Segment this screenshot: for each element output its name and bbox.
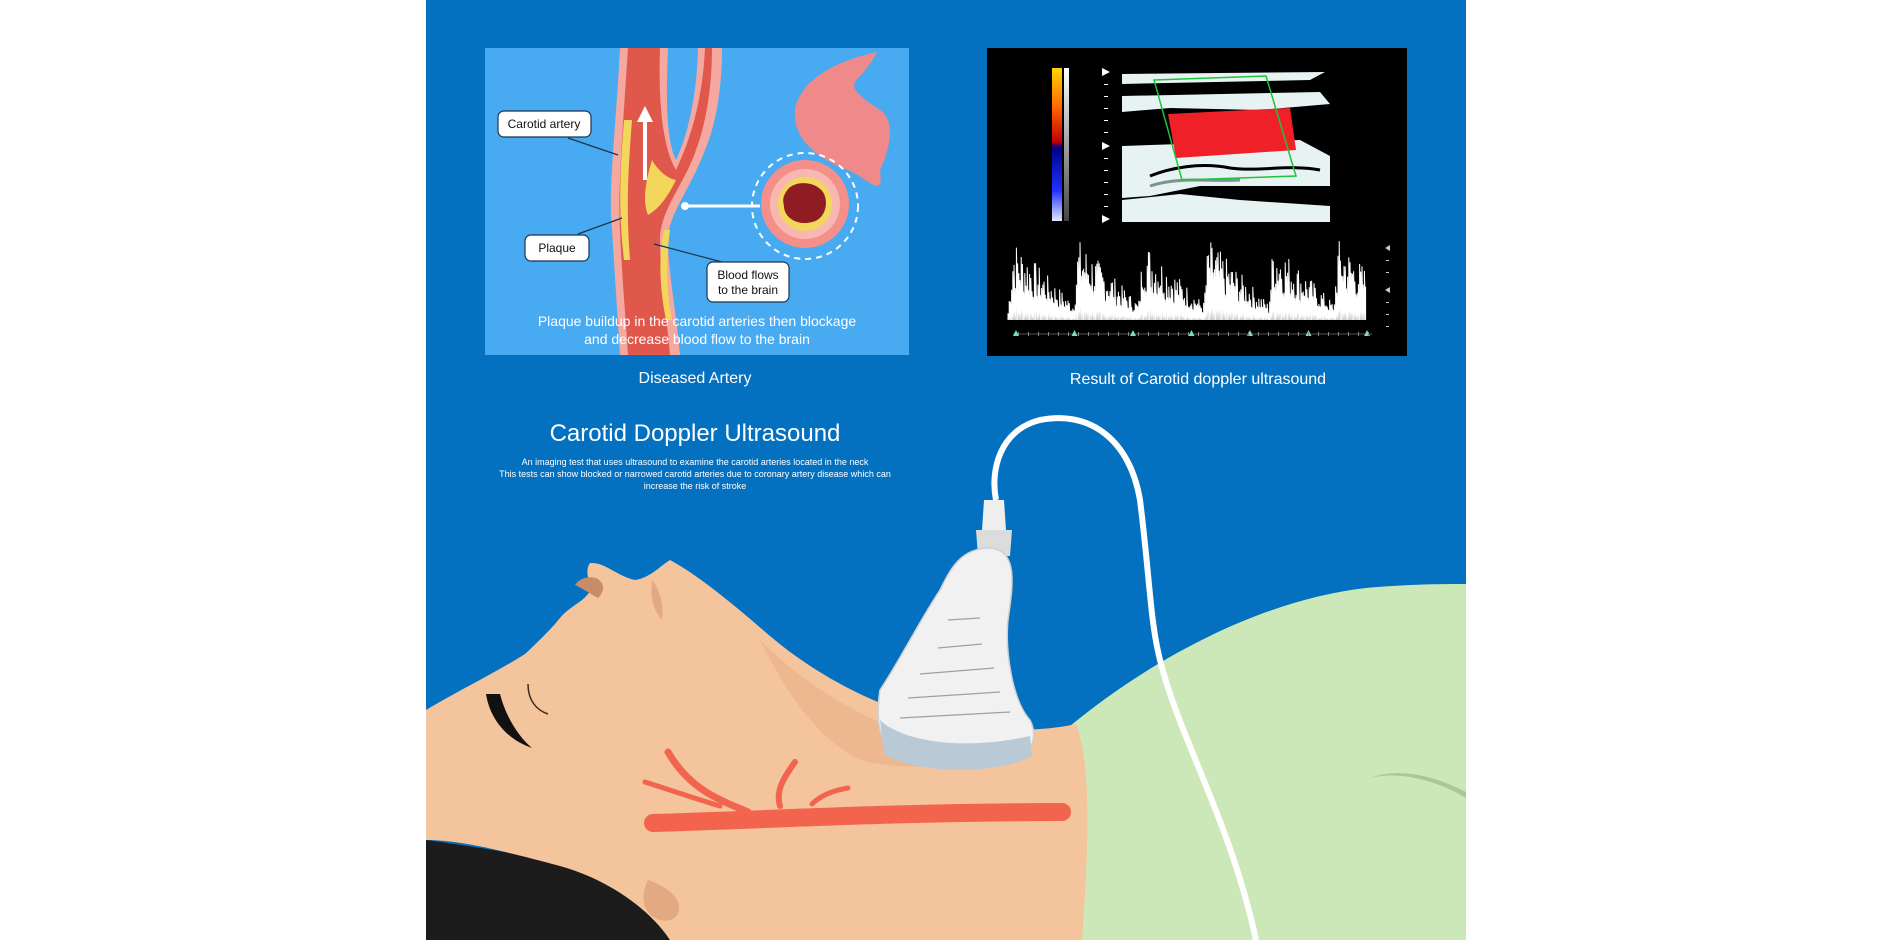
artery-cross-section-icon bbox=[681, 152, 859, 260]
time-tick bbox=[1078, 332, 1079, 336]
callout-plaque-label: Plaque bbox=[538, 241, 576, 255]
grey-scale-bar bbox=[1064, 68, 1069, 221]
time-tick bbox=[1288, 332, 1289, 336]
callout-carotid-label: Carotid artery bbox=[508, 117, 581, 131]
time-axis bbox=[1013, 330, 1372, 336]
time-tick bbox=[1338, 332, 1339, 336]
patient-illustration bbox=[426, 560, 1466, 940]
time-tick bbox=[1138, 332, 1139, 336]
time-tick bbox=[1108, 332, 1109, 336]
time-tick bbox=[1068, 332, 1069, 336]
time-tick bbox=[1218, 332, 1219, 336]
doppler-panel bbox=[987, 48, 1407, 356]
time-tick bbox=[1358, 332, 1359, 336]
pink-vessel-curl bbox=[794, 52, 890, 186]
time-tick bbox=[1128, 332, 1129, 336]
time-tick bbox=[1308, 332, 1309, 336]
time-tick bbox=[1148, 332, 1149, 336]
plaque-right bbox=[660, 230, 672, 320]
spectral-waveform bbox=[1007, 241, 1367, 321]
time-marker bbox=[1013, 330, 1019, 336]
time-tick bbox=[1298, 332, 1299, 336]
patient-eyebrow bbox=[486, 694, 532, 748]
time-tick bbox=[1088, 332, 1089, 336]
velocity-scale bbox=[1385, 245, 1390, 327]
time-tick bbox=[1198, 332, 1199, 336]
patient-ear bbox=[643, 880, 680, 921]
patient-gown bbox=[1070, 584, 1466, 940]
time-tick bbox=[1048, 332, 1049, 336]
patient-nose bbox=[575, 577, 604, 598]
patient-lips bbox=[651, 580, 663, 620]
time-marker bbox=[1188, 330, 1195, 336]
plaque-left bbox=[620, 120, 632, 260]
doppler-sample-box bbox=[1153, 75, 1297, 181]
plaque-branch bbox=[645, 160, 676, 215]
callout-carotid-box bbox=[497, 110, 592, 138]
time-tick bbox=[1318, 332, 1319, 336]
doppler-result-title: Result of Carotid doppler ultrasound bbox=[1070, 371, 1326, 388]
time-tick bbox=[1278, 332, 1279, 336]
time-tick bbox=[1248, 332, 1249, 336]
time-tick bbox=[1028, 332, 1029, 336]
callout-blood-box bbox=[706, 261, 790, 303]
arrow-up-icon bbox=[637, 106, 653, 180]
neck-carotid-artery bbox=[642, 748, 1071, 832]
time-tick bbox=[1368, 332, 1369, 336]
artery-caption-line1: Plaque buildup in the carotid arteries t… bbox=[538, 313, 857, 329]
time-tick bbox=[1238, 332, 1239, 336]
time-tick bbox=[1158, 332, 1159, 336]
ultrasound-probe-icon bbox=[877, 500, 1035, 770]
diseased-artery-title: Diseased Artery bbox=[639, 370, 752, 387]
time-tick bbox=[1328, 332, 1329, 336]
doppler-flow-region bbox=[1168, 108, 1296, 158]
artery-caption-line2: and decrease blood flow to the brain bbox=[584, 331, 810, 347]
callout-plaque-box bbox=[524, 234, 590, 262]
time-marker bbox=[1130, 330, 1136, 336]
time-tick bbox=[1208, 332, 1209, 336]
diseased-artery-panel: Carotid artery Plaque Blood flows to the… bbox=[485, 48, 909, 355]
patient-closed-eye bbox=[527, 683, 549, 715]
velocity-color-bar bbox=[1052, 68, 1062, 221]
description-line2: This tests can show blocked or narrowed … bbox=[499, 469, 891, 479]
time-tick bbox=[1018, 332, 1019, 336]
carotid-artery-inner bbox=[619, 48, 712, 355]
depth-markers bbox=[1102, 68, 1110, 223]
time-tick bbox=[1098, 332, 1099, 336]
time-tick bbox=[1178, 332, 1179, 336]
patient-head bbox=[426, 560, 1088, 940]
time-tick bbox=[1038, 332, 1039, 336]
time-tick bbox=[1268, 332, 1269, 336]
description-line1: An imaging test that uses ultrasound to … bbox=[522, 457, 869, 467]
time-tick bbox=[1258, 332, 1259, 336]
patient-hair bbox=[426, 840, 670, 940]
probe-cable bbox=[991, 415, 1259, 940]
main-title: Carotid Doppler Ultrasound bbox=[550, 420, 841, 447]
description-line3: increase the risk of stroke bbox=[644, 481, 747, 491]
time-marker bbox=[1071, 330, 1078, 336]
time-tick bbox=[1348, 332, 1349, 336]
time-tick bbox=[1188, 332, 1189, 336]
time-tick bbox=[1058, 332, 1059, 336]
time-tick bbox=[1118, 332, 1119, 336]
callout-blood-line2: to the brain bbox=[718, 283, 778, 297]
callout-blood-line1: Blood flows bbox=[717, 268, 778, 282]
time-tick bbox=[1168, 332, 1169, 336]
time-tick bbox=[1228, 332, 1229, 336]
